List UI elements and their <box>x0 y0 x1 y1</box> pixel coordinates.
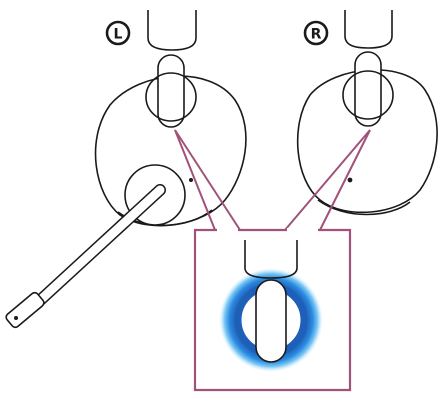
left-marker-label: L <box>114 27 123 43</box>
circled-letter-l-icon: L <box>107 22 129 44</box>
right-marker-label: R <box>311 27 322 43</box>
circled-letter-r-icon: R <box>305 22 327 44</box>
boom-microphone <box>5 165 193 329</box>
